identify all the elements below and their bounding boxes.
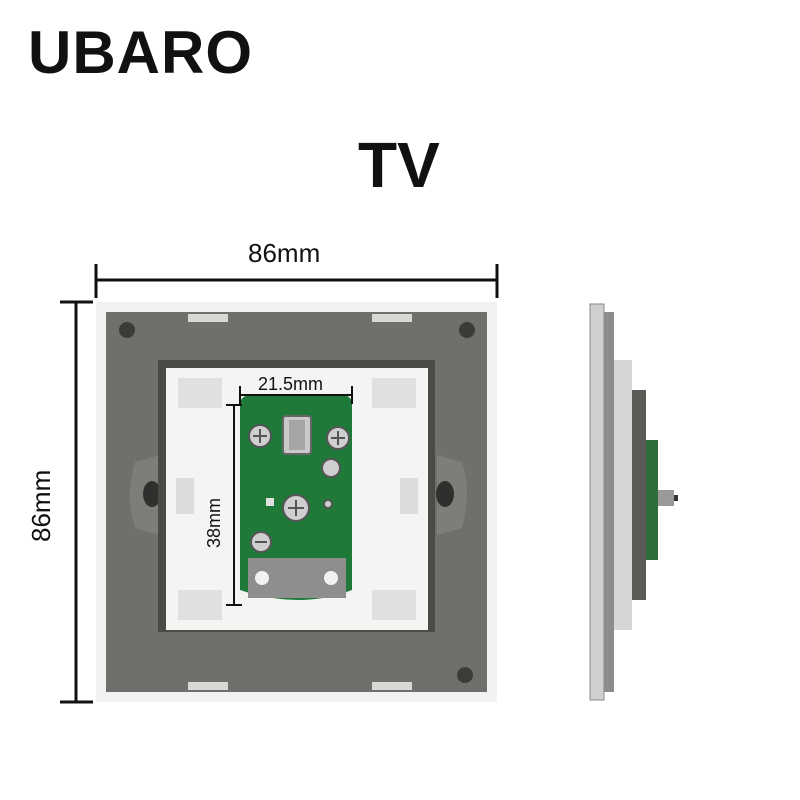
socket-side-view xyxy=(589,303,678,701)
pcb-board xyxy=(240,395,352,600)
coax-pin-icon xyxy=(658,490,674,506)
corner-hole-icon xyxy=(119,322,135,338)
inner-width-label: 21.5mm xyxy=(258,374,324,394)
product-title: TV xyxy=(358,129,440,201)
height-dimension-line xyxy=(60,300,93,704)
inner-height-label: 38mm xyxy=(204,497,224,548)
corner-hole-icon xyxy=(457,667,473,683)
corner-hole-icon xyxy=(459,322,475,338)
brand-logo-text: UBARO xyxy=(28,19,253,86)
inner-dimension-lines xyxy=(226,386,353,606)
height-dimension-label: 86mm xyxy=(26,469,56,542)
width-dimension-label: 86mm xyxy=(248,238,321,268)
width-dimension-line xyxy=(94,264,499,298)
